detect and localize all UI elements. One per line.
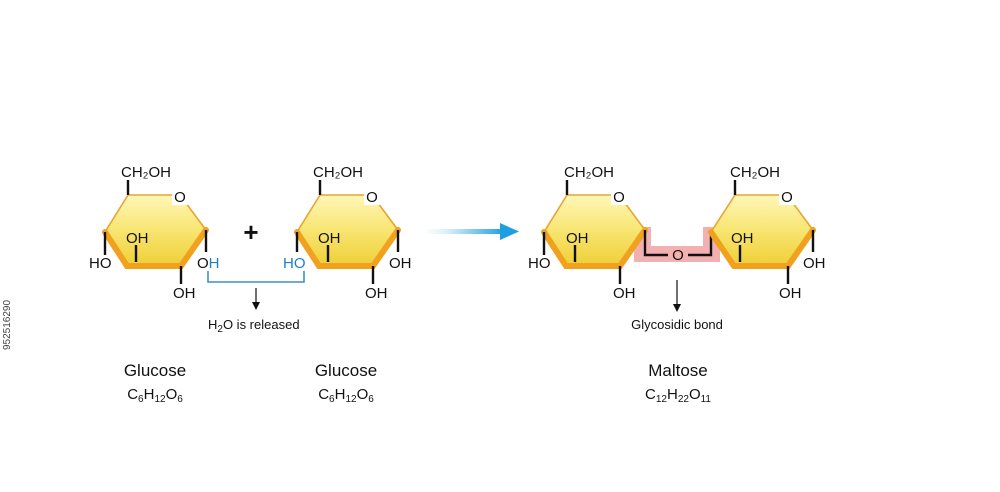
glucose-1-inner-oh: OH [126, 230, 149, 247]
maltose-right-ring-front-edge [708, 227, 816, 269]
glycosidic-bond-note: Glycosidic bond [631, 317, 723, 332]
maltose-left-ring-front-edge [541, 227, 648, 269]
maltose-right-ring-o-gap [779, 188, 795, 205]
maltose-left-ring-o-gap [611, 188, 627, 205]
maltose-name: Maltose [648, 361, 708, 380]
glucose-1-molecule: O CH₂OH OH HO OH OH [89, 164, 220, 302]
maltose-right-bottom-oh: OH [779, 285, 802, 302]
glucose-1-ring-oxygen: O [174, 189, 186, 206]
glucose-1-bottom-oh: OH [173, 285, 196, 302]
maltose-right-oh: OH [803, 255, 826, 272]
glycosidic-arrow-head [673, 304, 681, 312]
glucose-1-name: Glucose [124, 361, 186, 380]
glycosidic-bond-callout: Glycosidic bond [631, 280, 723, 332]
glucose-1-ring-front-edge [102, 227, 209, 269]
maltose-right-ring-oxygen: O [781, 189, 793, 206]
glucose-2-reactive-ho: HO [283, 255, 306, 272]
glycosidic-oxygen: O [672, 247, 684, 264]
maltose-left-inner-oh: OH [566, 230, 589, 247]
glycosidic-bond-highlight [634, 227, 720, 262]
glucose-1-left-ho: HO [89, 255, 112, 272]
water-released-note: H2O is released [208, 317, 300, 335]
maltose-molecule: O CH₂OH OH HO OH O O CH₂OH OH OH OH [528, 164, 826, 302]
glucose-2-formula: C6H12O6 [318, 386, 374, 405]
maltose-left-ho: HO [528, 255, 551, 272]
glucose-1-ring-o-gap [172, 188, 188, 205]
glucose-1-ch2oh: CH₂OH [121, 164, 171, 181]
glucose-2-ch2oh: CH₂OH [313, 164, 363, 181]
glucose-2-ring-front-edge [294, 227, 401, 269]
maltose-formula: C12H22O11 [645, 386, 711, 405]
plus-sign: + [243, 217, 258, 247]
glucose-2-ring-o-gap [364, 188, 380, 205]
water-bracket-line [207, 271, 305, 283]
glucose-2-ring-oxygen: O [366, 189, 378, 206]
glucose-2-molecule: O CH₂OH OH HO OH OH [283, 164, 412, 302]
glucose-2-bottom-oh: OH [365, 285, 388, 302]
maltose-left-ring-oxygen: O [613, 189, 625, 206]
reaction-arrow-shaft [424, 229, 504, 234]
glucose-2-right-oh: OH [389, 255, 412, 272]
water-removal-bracket: H2O is released [207, 271, 305, 335]
glycosidic-right-bond [688, 230, 713, 257]
glucose-1-reactive-oh: OH [197, 255, 220, 272]
reaction-arrow [424, 223, 519, 240]
glucose-1-formula: C6H12O6 [127, 386, 183, 405]
glucose-2-name: Glucose [315, 361, 377, 380]
maltose-right-inner-oh: OH [731, 230, 754, 247]
reaction-arrow-head [500, 223, 519, 240]
water-arrow-head [252, 302, 260, 310]
glycosidic-highlight-fill [634, 227, 720, 262]
glucose-2-inner-oh: OH [318, 230, 341, 247]
maltose-left-ch2oh: CH₂OH [564, 164, 614, 181]
maltose-left-bottom-oh: OH [613, 285, 636, 302]
glycosidic-left-bond [643, 230, 668, 257]
maltose-right-ch2oh: CH₂OH [730, 164, 780, 181]
